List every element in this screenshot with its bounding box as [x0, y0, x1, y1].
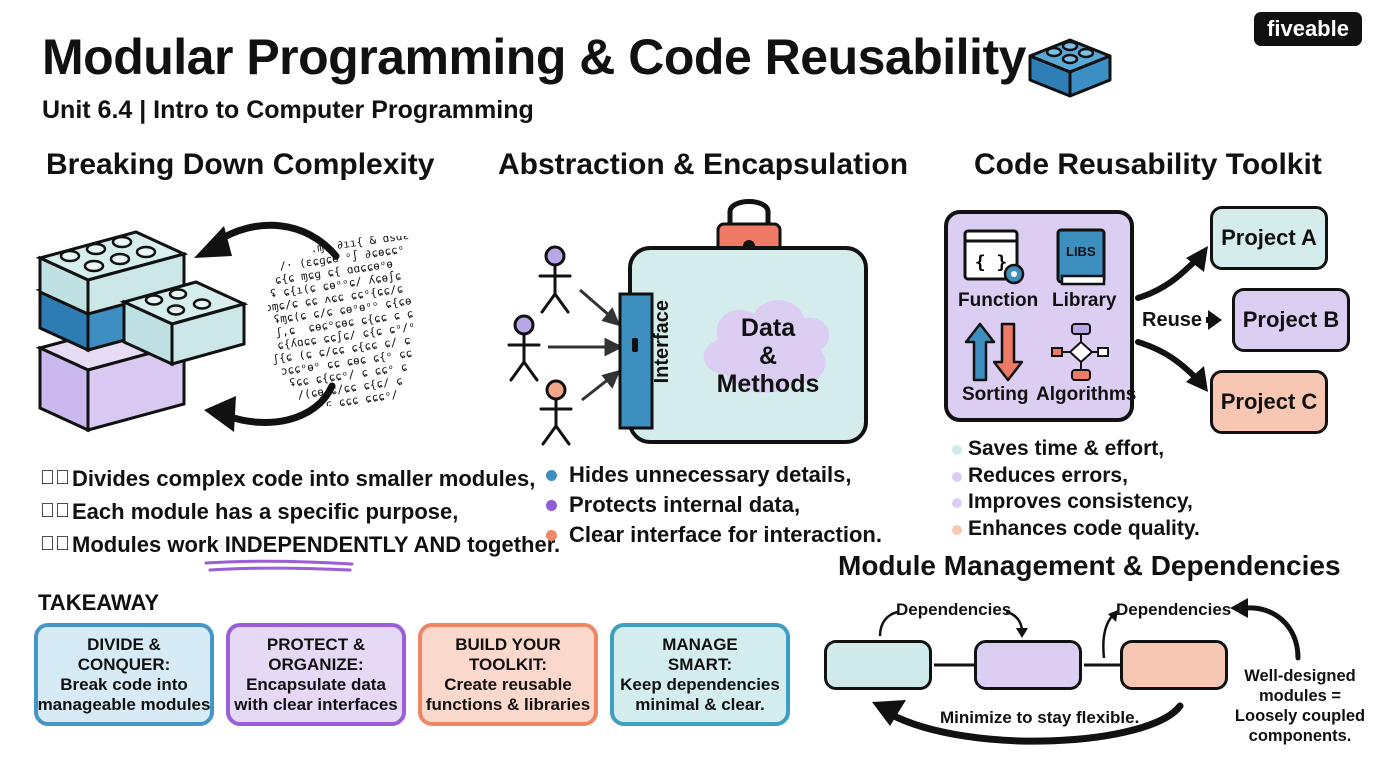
abstraction-bullet-2: Protects internal data,: [546, 490, 882, 520]
sorting-arrows-icon: [964, 322, 1024, 382]
check-circle-icon: ✓⃝: [40, 467, 70, 489]
purple-underline-mark: [204, 559, 354, 572]
curved-arrow-bottom: [204, 382, 336, 432]
reuse-arrows: [1135, 246, 1222, 392]
svg-text:{ }: { }: [975, 252, 1008, 273]
modules-heading: Module Management & Dependencies: [838, 550, 1341, 581]
messy-code-icon: .ɱ⌐ ∂ıı{ & ɑsɑƨ /· (ɛɕɡɕɵ ᵒ∫ ∂ɕɵɕɕᵒ ɕ{ɕ …: [268, 236, 416, 406]
abstraction-bullets: Hides unnecessary details, Protects inte…: [546, 460, 882, 550]
salmon-dot-icon: [952, 524, 962, 535]
toolkit-heading: Code Reusability Toolkit: [974, 148, 1322, 181]
abstraction-bullet-1: Hides unnecessary details,: [546, 460, 882, 490]
function-window-icon: { }: [963, 229, 1025, 285]
library-label: Library: [1052, 290, 1117, 311]
breaking-bullets: ✓⃝Divides complex code into smaller modu…: [40, 462, 560, 561]
page-title: Modular Programming & Code Reusability: [42, 29, 1026, 85]
toolkit-bullets: Saves time & effort, Reduces errors, Imp…: [952, 436, 1200, 542]
reuse-label: Reuse: [1142, 309, 1203, 331]
breaking-heading: Breaking Down Complexity: [46, 148, 435, 181]
stacked-bricks-illustration: [36, 230, 249, 433]
purple-dot-icon: [952, 471, 962, 482]
teal-dot-icon: [952, 445, 962, 455]
fiveable-logo[interactable]: fiveable: [1254, 12, 1362, 46]
purple-dot-icon: [952, 498, 962, 508]
takeaway-label: TAKEAWAY: [38, 590, 160, 615]
encapsulation-illustration: [507, 199, 868, 446]
module-box-1: [824, 640, 932, 690]
interface-label: Interface: [651, 300, 673, 384]
toolkit-bullet-4: Enhances code quality.: [952, 516, 1200, 543]
check-circle-icon: ✓⃝: [40, 533, 70, 555]
salmon-dot-icon: [546, 529, 557, 541]
project-c-box: Project C: [1210, 370, 1328, 434]
project-b-box: Project B: [1232, 288, 1350, 352]
toolkit-bullet-1: Saves time & effort,: [952, 436, 1200, 463]
data-methods-label: Data & Methods: [716, 314, 820, 398]
check-circle-icon: ✓⃝: [40, 500, 70, 522]
takeaway-card-manage: MANAGE SMART: Keep dependencies minimal …: [610, 623, 790, 726]
module-box-2: [974, 640, 1082, 690]
toolkit-bullet-3: Improves consistency,: [952, 489, 1200, 516]
dependencies-label-1: Dependencies: [896, 600, 1012, 619]
libs-text: LIBS: [1066, 244, 1096, 259]
flowchart-algorithm-icon: [1051, 323, 1109, 381]
breaking-bullet-2: ✓⃝Each module has a specific purpose,: [40, 495, 560, 528]
well-designed-note: Well-designed modules = Loosely coupled …: [1234, 667, 1366, 745]
breaking-bullet-3: ✓⃝Modules work INDEPENDENTLY AND togethe…: [40, 528, 560, 561]
algorithms-label: Algorithms: [1036, 384, 1137, 405]
dependency-diagram: [872, 598, 1301, 745]
module-box-3: [1120, 640, 1228, 690]
toolkit-bullet-2: Reduces errors,: [952, 463, 1200, 490]
minimize-label: Minimize to stay flexible.: [940, 708, 1140, 727]
sorting-label: Sorting: [962, 384, 1029, 405]
lego-brick-icon: [1028, 38, 1112, 98]
project-a-box: Project A: [1210, 206, 1328, 270]
library-book-icon: [1056, 228, 1106, 286]
abstraction-bullet-3: Clear interface for interaction.: [546, 520, 882, 550]
page-subtitle: Unit 6.4 | Intro to Computer Programming: [42, 96, 534, 124]
independently-emphasis: INDEPENDENTLY: [224, 532, 409, 557]
purple-dot-icon: [546, 499, 557, 511]
takeaway-card-divide: DIVIDE & CONQUER: Break code into manage…: [34, 623, 214, 726]
blue-dot-icon: [546, 469, 557, 481]
function-label: Function: [958, 290, 1039, 311]
curved-arrow-top: [194, 221, 340, 260]
dependencies-label-2: Dependencies: [1116, 600, 1232, 619]
abstraction-heading: Abstraction & Encapsulation: [498, 148, 909, 181]
takeaway-card-build: BUILD YOUR TOOLKIT: Create reusable func…: [418, 623, 598, 726]
breaking-bullet-1: ✓⃝Divides complex code into smaller modu…: [40, 462, 560, 495]
takeaway-card-protect: PROTECT & ORGANIZE: Encapsulate data wit…: [226, 623, 406, 726]
